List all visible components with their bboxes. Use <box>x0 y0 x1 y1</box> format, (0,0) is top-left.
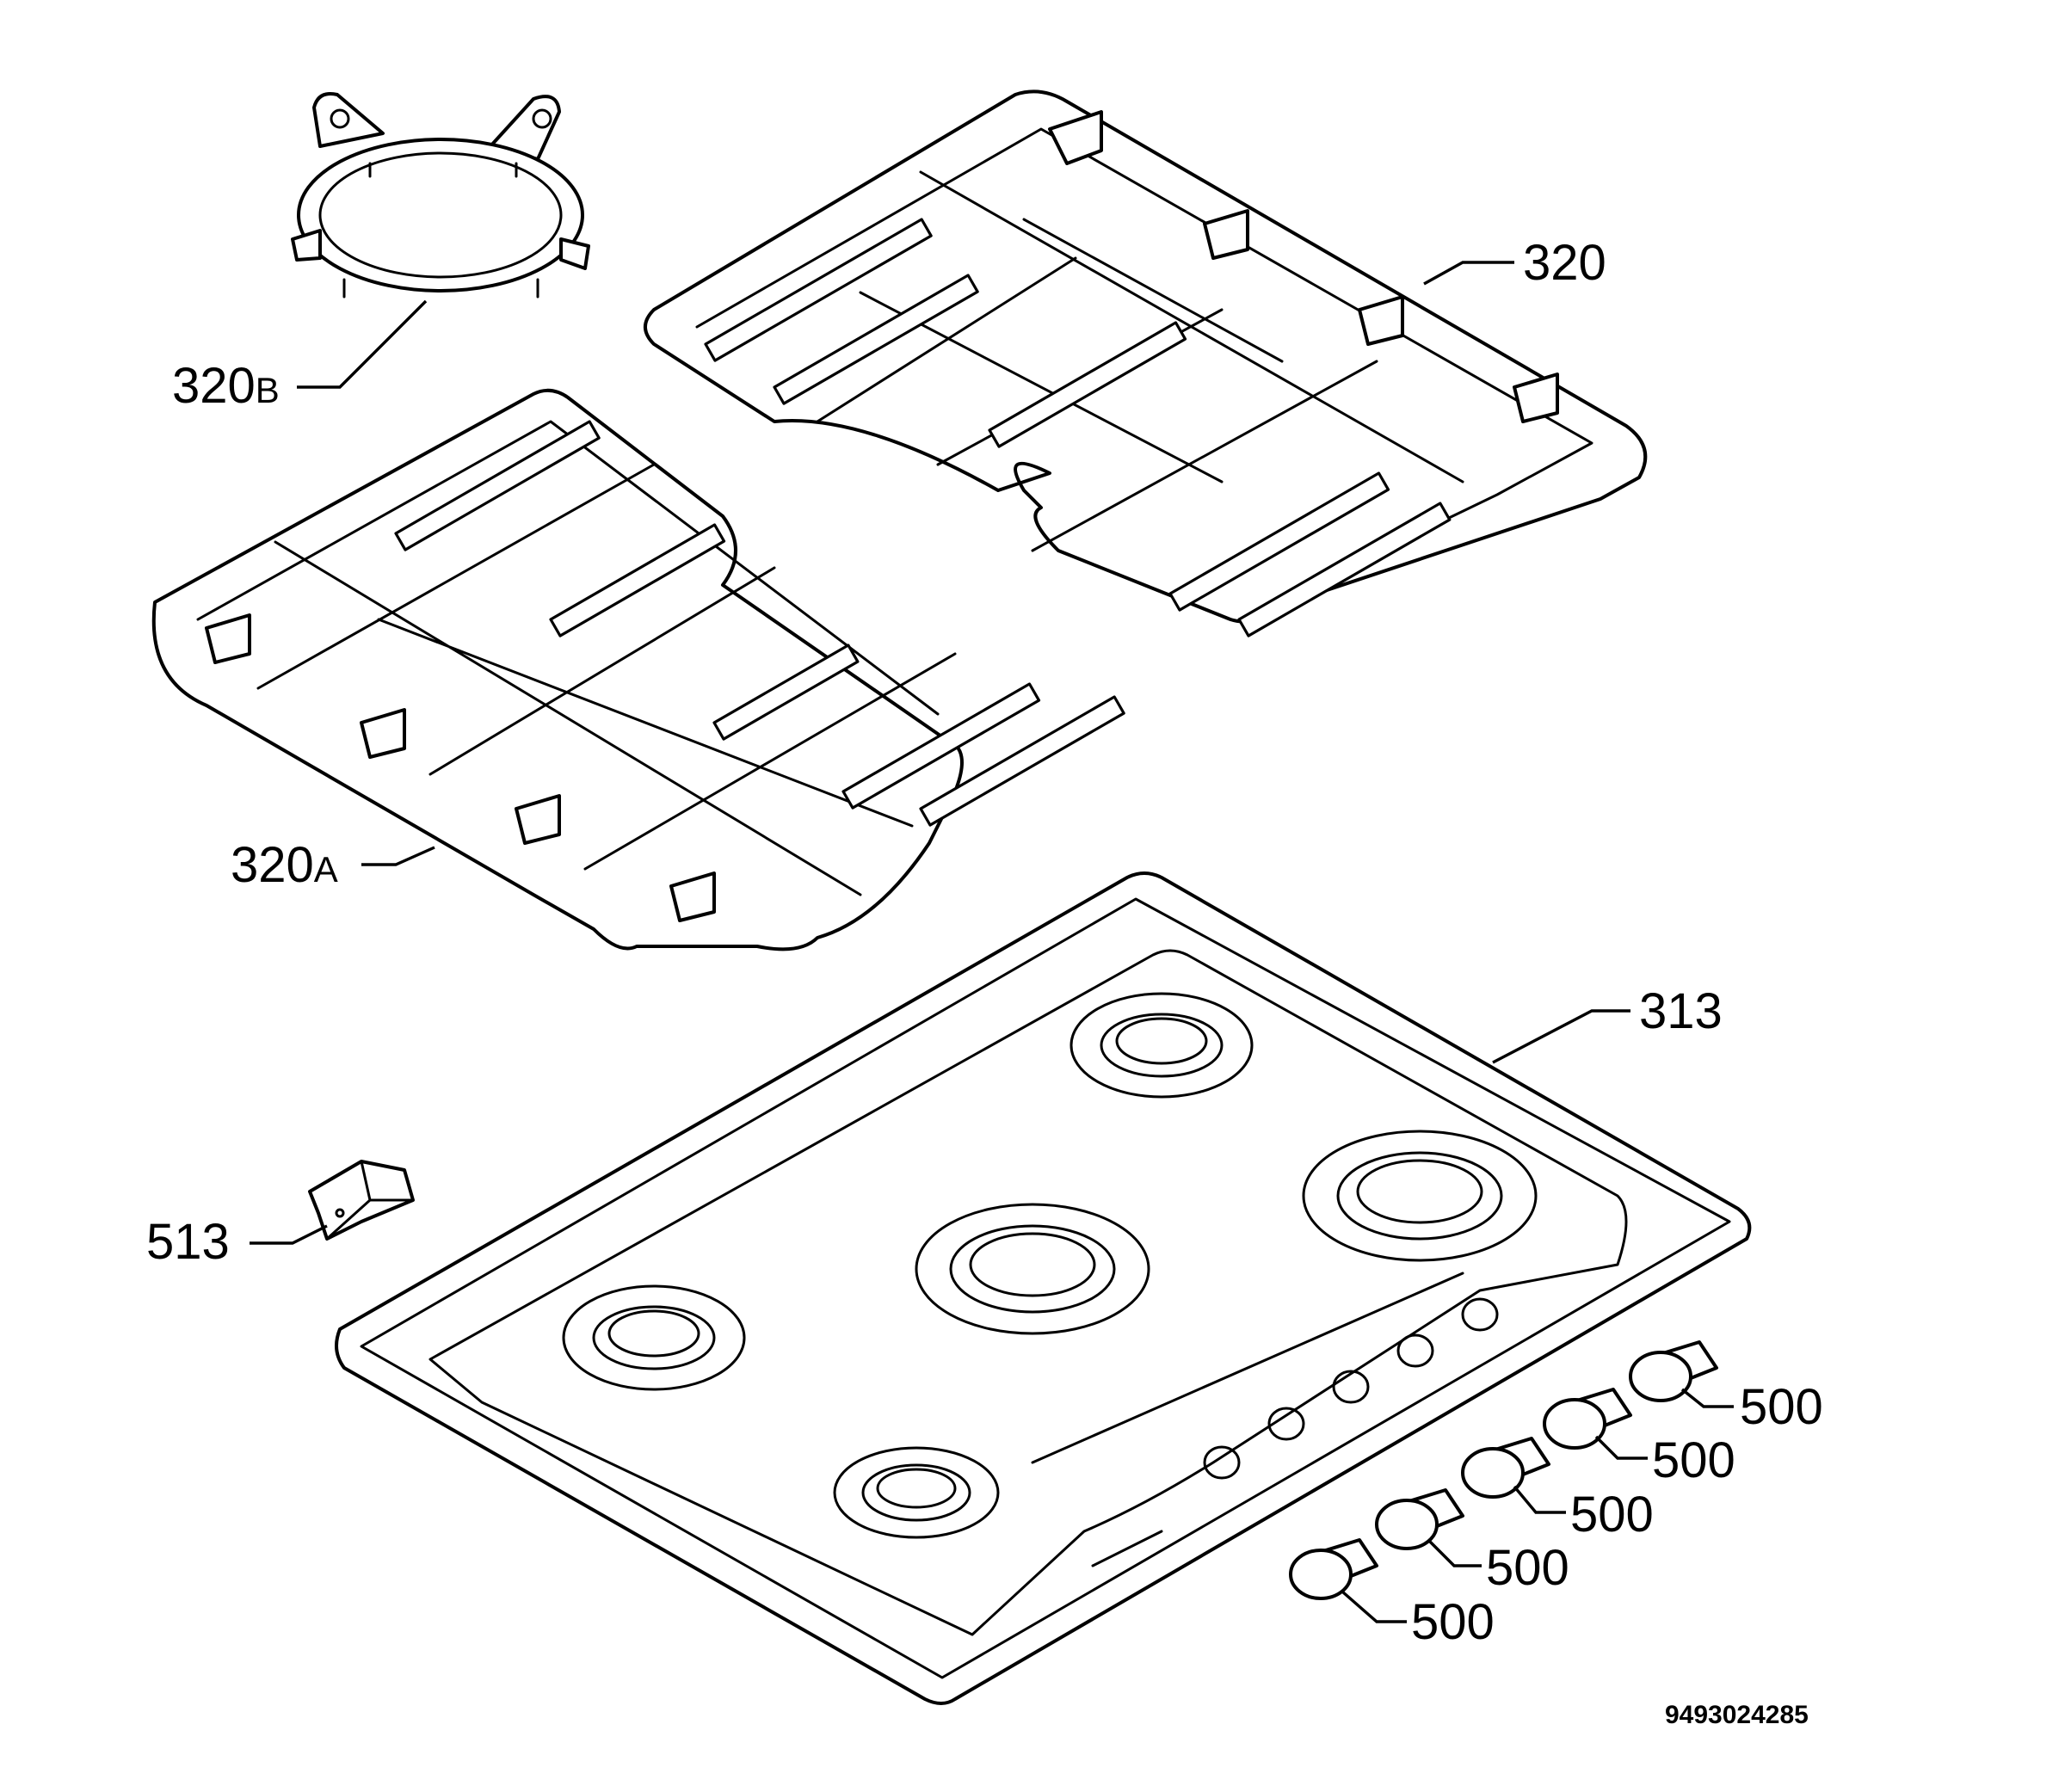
knob-2 <box>1543 1388 1632 1450</box>
burner-right-large <box>1302 1130 1538 1262</box>
label-knob-4: 500 <box>1486 1540 1569 1596</box>
knob-4 <box>1375 1488 1464 1550</box>
label-pan-support-right: 320 <box>1523 235 1606 291</box>
label-clip: 513 <box>146 1214 230 1270</box>
knob-holes <box>1203 1297 1499 1480</box>
burner-front <box>833 1446 1000 1539</box>
knob-1 <box>1629 1340 1718 1402</box>
burner-rear <box>1069 992 1254 1099</box>
hob-top-plate <box>335 871 1752 1705</box>
burner-left <box>562 1284 746 1391</box>
spark-clip <box>308 1160 415 1241</box>
label-wok-ring-number: 320 <box>172 358 256 414</box>
label-knob-5: 500 <box>1411 1594 1495 1650</box>
label-knob-3: 500 <box>1570 1487 1654 1543</box>
leader-lines <box>250 261 1734 1623</box>
knob-5 <box>1289 1538 1378 1600</box>
label-hob-top: 313 <box>1639 983 1723 1039</box>
label-wok-ring: 320B <box>172 358 280 414</box>
label-knob-1: 500 <box>1740 1379 1823 1435</box>
drawing-number: 9493024285 <box>1665 1701 1809 1729</box>
label-wok-ring-suffix: B <box>256 370 280 410</box>
pan-support-right <box>644 89 1648 637</box>
label-pan-support-left-suffix: A <box>314 849 338 890</box>
label-pan-support-left-number: 320 <box>231 837 314 893</box>
label-pan-support-left: 320A <box>231 837 338 893</box>
pan-support-left <box>151 388 1125 951</box>
burner-center <box>915 1203 1150 1335</box>
knob-3 <box>1461 1437 1550 1499</box>
wok-ring-support <box>291 92 590 299</box>
label-knob-2: 500 <box>1652 1432 1735 1488</box>
